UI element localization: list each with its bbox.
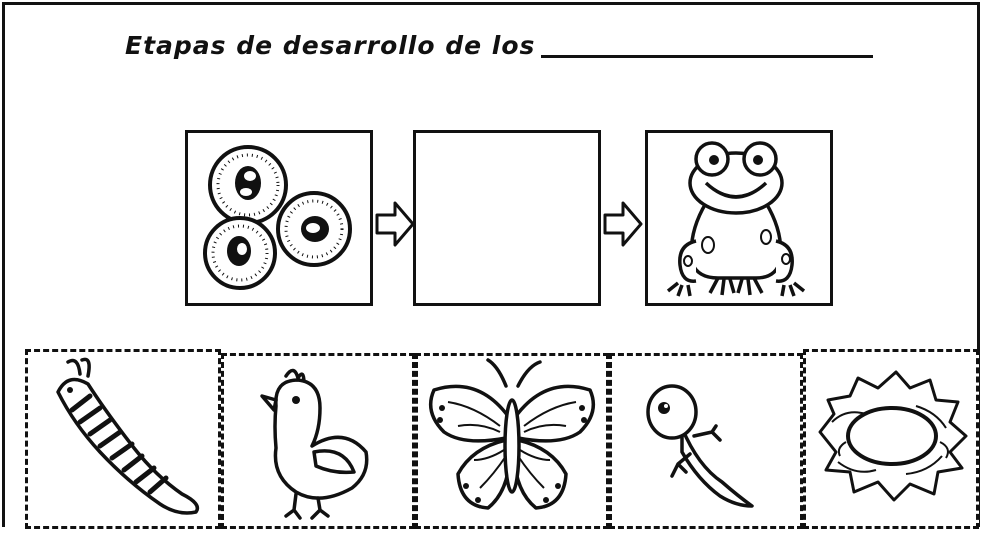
option-card-butterfly[interactable] xyxy=(415,353,609,529)
option-card-egg-in-nest[interactable] xyxy=(803,349,979,529)
stage-box-eggs xyxy=(185,130,373,306)
butterfly-icon xyxy=(428,358,596,510)
stage-box-frog xyxy=(645,130,833,306)
egg-in-nest-icon xyxy=(818,370,968,502)
option-card-caterpillar[interactable] xyxy=(25,349,221,529)
chick-icon xyxy=(260,368,369,520)
arrow-right-icon xyxy=(603,201,643,247)
option-card-chick[interactable] xyxy=(221,353,415,529)
stage-box-empty[interactable] xyxy=(413,130,601,306)
frog-eggs-icon xyxy=(203,145,352,290)
frog-icon xyxy=(666,141,806,297)
option-card-tadpole[interactable] xyxy=(609,353,803,529)
title-row: Etapas de desarrollo de los xyxy=(125,29,874,60)
caterpillar-icon xyxy=(56,357,200,515)
tadpole-icon xyxy=(646,384,754,508)
answer-blank[interactable] xyxy=(541,29,874,58)
page-title: Etapas de desarrollo de los xyxy=(125,31,536,60)
arrow-right-icon xyxy=(375,201,415,247)
